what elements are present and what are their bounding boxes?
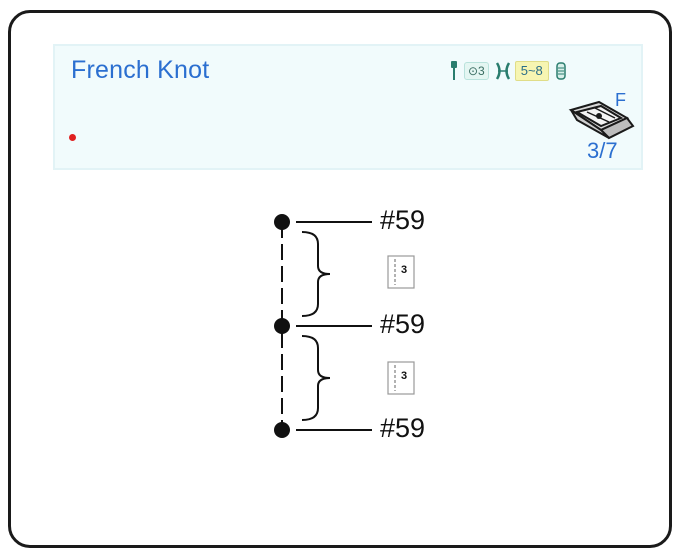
stitch-point-label-1: #59	[380, 205, 426, 235]
stitch-width-icon	[495, 62, 510, 80]
tension-dial-icon	[556, 62, 566, 80]
stitch-info-panel: French Knot ⊙3 5~8 F 3/7	[53, 44, 643, 170]
repeat-count-1: 3	[401, 264, 408, 276]
stitch-point-3	[274, 422, 290, 438]
repeat-box-2	[387, 361, 415, 395]
stitch-point-label-2: #59	[380, 309, 426, 339]
repeat-brace-1	[301, 231, 331, 317]
stitch-length-badge: 5~8	[514, 61, 549, 81]
step-counter: 3/7	[587, 138, 618, 163]
stitch-point-2	[274, 318, 290, 334]
stitch-diagram	[274, 214, 415, 438]
stitch-title: French Knot	[71, 56, 210, 84]
stitch-settings-icons: ⊙3 5~8	[448, 60, 567, 82]
repeat-box-1	[387, 255, 415, 289]
presser-foot-icon	[568, 100, 635, 140]
repeat-count-2: 3	[401, 370, 408, 382]
status-dot-icon	[69, 134, 76, 141]
needle-icon	[451, 61, 457, 80]
twin-needle-badge: ⊙3	[464, 62, 489, 80]
presser-foot-letter: F	[615, 90, 626, 110]
stitch-point-label-3: #59	[380, 413, 426, 443]
repeat-brace-2	[301, 335, 331, 421]
stitch-point-1	[274, 214, 290, 230]
